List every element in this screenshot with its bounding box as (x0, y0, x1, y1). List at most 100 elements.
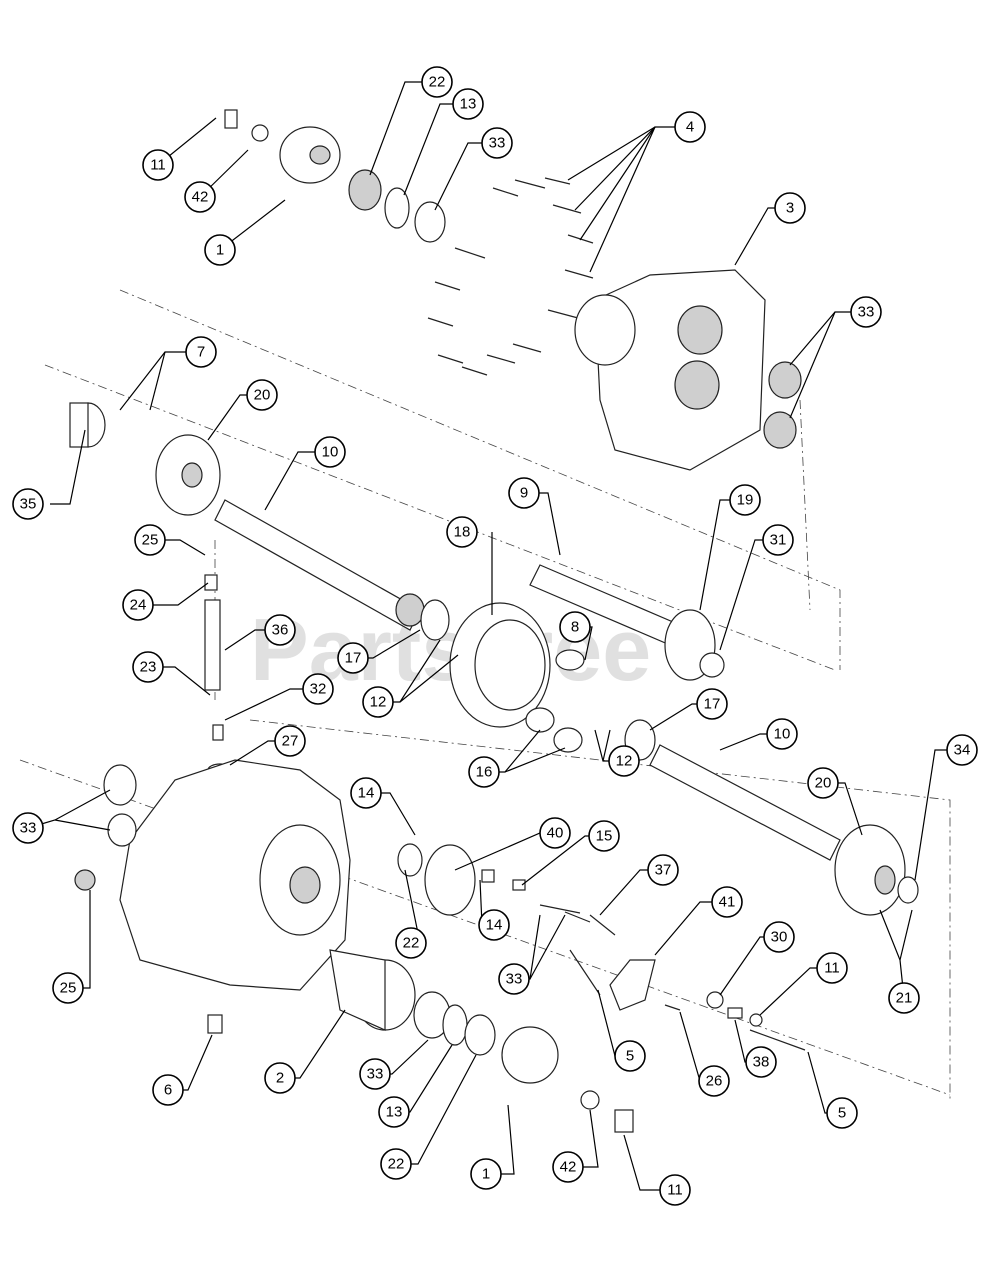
callout-18[interactable]: 17 (696, 688, 728, 720)
callout-1[interactable]: 1 (204, 234, 236, 266)
callout-23[interactable]: 22 (395, 927, 427, 959)
callout-13[interactable]: 12 (608, 745, 640, 777)
callout-34[interactable]: 33 (359, 1058, 391, 1090)
callout-34[interactable]: 33 (12, 812, 44, 844)
callout-26[interactable]: 25 (52, 972, 84, 1004)
lever-41 (609, 959, 656, 1011)
axle-hub-top (224, 109, 341, 184)
callout-11[interactable]: 11 (816, 952, 848, 984)
callout-3[interactable]: 3 (774, 192, 806, 224)
svg-text:11: 11 (667, 1182, 683, 1199)
svg-text:33: 33 (489, 135, 506, 152)
callout-4[interactable]: 4 (674, 111, 706, 143)
callout-34[interactable]: 33 (850, 296, 882, 328)
callout-23[interactable]: 22 (380, 1148, 412, 1180)
callout-35[interactable]: 34 (946, 734, 978, 766)
gear-18-left (420, 599, 450, 641)
callout-18[interactable]: 17 (337, 642, 369, 674)
callout-25[interactable]: 24 (122, 589, 154, 621)
callout-14[interactable]: 13 (452, 88, 484, 120)
axle-10-right (649, 744, 841, 861)
callout-15[interactable]: 14 (478, 909, 510, 941)
callout-22[interactable]: 21 (888, 982, 920, 1014)
bolt-5-a (569, 949, 601, 996)
callout-15[interactable]: 14 (350, 777, 382, 809)
callout-14[interactable]: 13 (378, 1096, 410, 1128)
callout-33[interactable]: 33 (498, 963, 530, 995)
svg-text:42: 42 (560, 1159, 577, 1176)
svg-text:4: 4 (686, 119, 694, 136)
flange-21-right-hub (874, 865, 896, 895)
svg-text:1: 1 (216, 242, 224, 259)
svg-text:21: 21 (896, 990, 913, 1007)
callout-17[interactable]: 16 (468, 756, 500, 788)
svg-text:33: 33 (367, 1066, 384, 1083)
plug-6 (207, 1014, 223, 1034)
callout-39[interactable]: 38 (745, 1046, 777, 1078)
callout-21[interactable]: 20 (807, 767, 839, 799)
callout-31[interactable]: 31 (762, 524, 794, 556)
callout-19[interactable]: 18 (446, 516, 478, 548)
ring-gear-19-web (474, 619, 546, 711)
pins-33-38 (539, 904, 616, 936)
callout-20[interactable]: 19 (729, 484, 761, 516)
callout-1[interactable]: 1 (470, 1158, 502, 1190)
svg-text:23: 23 (140, 659, 157, 676)
svg-text:25: 25 (60, 980, 77, 997)
nut-11 (749, 1013, 763, 1027)
seal-35 (897, 876, 919, 904)
callout-30[interactable]: 30 (763, 921, 795, 953)
housing-cover (574, 269, 766, 471)
callout-13[interactable]: 12 (362, 686, 394, 718)
callout-36[interactable]: 35 (12, 488, 44, 520)
svg-text:37: 37 (655, 862, 672, 879)
callout-7[interactable]: 7 (185, 336, 217, 368)
seal-top (348, 169, 382, 211)
callout-32[interactable]: 32 (302, 673, 334, 705)
svg-text:34: 34 (954, 742, 971, 759)
bolts (427, 177, 594, 376)
svg-text:15: 15 (596, 828, 613, 845)
callout-6[interactable]: 6 (152, 1074, 184, 1106)
callout-37[interactable]: 36 (264, 614, 296, 646)
callout-21[interactable]: 20 (246, 379, 278, 411)
svg-text:41: 41 (719, 894, 736, 911)
svg-text:20: 20 (815, 775, 832, 792)
bearing-top (414, 201, 446, 243)
callout-42[interactable]: 42 (184, 181, 216, 213)
callout-9[interactable]: 9 (508, 477, 540, 509)
callout-12[interactable]: 11 (142, 149, 174, 181)
washer-23-mid (397, 843, 423, 877)
callout-8[interactable]: 8 (559, 611, 591, 643)
callout-34[interactable]: 33 (481, 127, 513, 159)
svg-text:10: 10 (322, 444, 339, 461)
callout-5[interactable]: 5 (614, 1040, 646, 1072)
bearing-34-c (103, 764, 137, 806)
svg-text:35: 35 (20, 496, 37, 513)
axle-10-left (214, 499, 421, 631)
callout-23[interactable]: 22 (421, 66, 453, 98)
callout-27[interactable]: 26 (698, 1065, 730, 1097)
svg-text:11: 11 (150, 157, 166, 174)
callout-2[interactable]: 2 (264, 1062, 296, 1094)
svg-text:11: 11 (824, 960, 840, 977)
callout-10[interactable]: 10 (766, 718, 798, 750)
callout-38[interactable]: 37 (647, 854, 679, 886)
callout-40[interactable]: 40 (539, 817, 571, 849)
callout-24[interactable]: 23 (132, 651, 164, 683)
callout-16[interactable]: 15 (588, 820, 620, 852)
svg-text:14: 14 (358, 785, 375, 802)
svg-text:22: 22 (403, 935, 420, 952)
svg-text:33: 33 (858, 304, 875, 321)
callout-10[interactable]: 10 (314, 436, 346, 468)
callout-29[interactable]: 27 (274, 725, 306, 757)
flange-21-left-hub (181, 462, 203, 488)
callout-41[interactable]: 41 (711, 886, 743, 918)
shaft-37 (204, 599, 221, 691)
callout-12[interactable]: 11 (659, 1174, 691, 1206)
snap-ring-14 (442, 1004, 468, 1046)
callout-26[interactable]: 25 (134, 524, 166, 556)
bearing-34-a (768, 361, 802, 399)
callout-5[interactable]: 5 (826, 1097, 858, 1129)
callout-42[interactable]: 42 (552, 1151, 584, 1183)
